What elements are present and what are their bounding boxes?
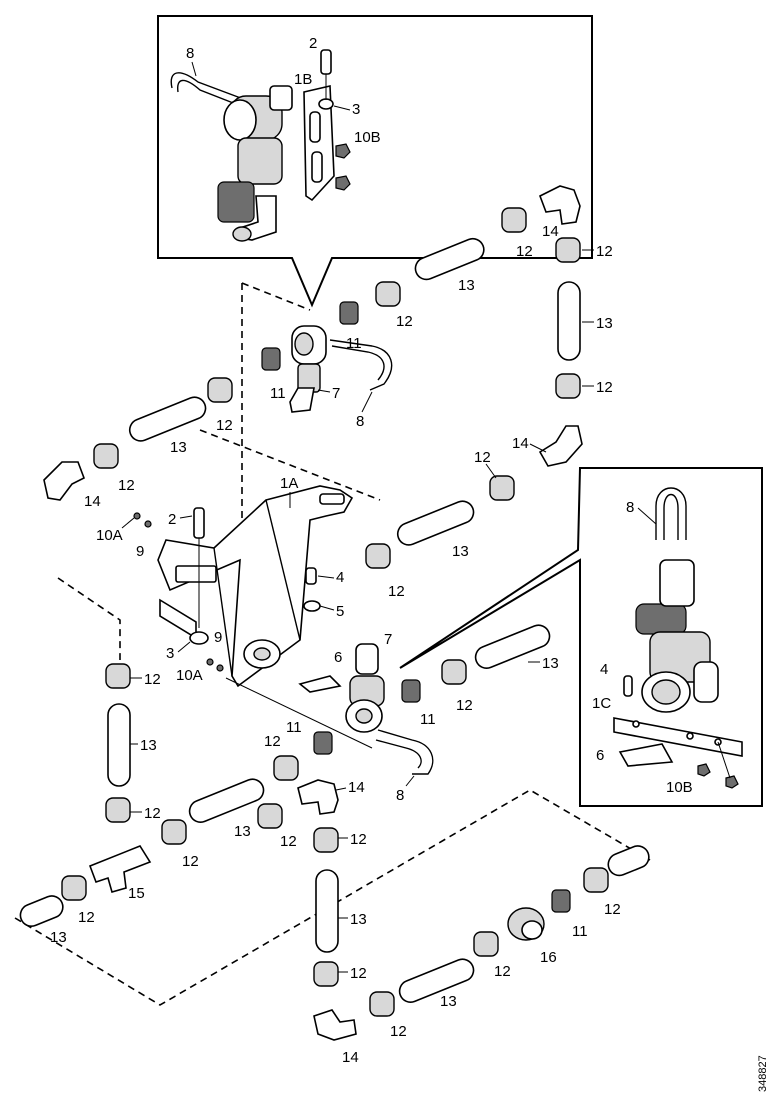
callout-12: 12 (388, 583, 405, 600)
callout-4: 4 (336, 569, 344, 586)
callout-13: 13 (452, 543, 469, 560)
callout-12: 12 (144, 805, 161, 822)
callout-7: 7 (332, 385, 340, 402)
fittings (43, 185, 583, 1041)
valve-7-upper (289, 325, 393, 413)
clamps (61, 207, 609, 1017)
callout-12: 12 (350, 965, 367, 982)
callout-10a: 10A (176, 667, 203, 684)
callout-4: 4 (600, 661, 608, 678)
callout-12: 12 (604, 901, 621, 918)
callout-13: 13 (50, 929, 67, 946)
callout-12: 12 (280, 833, 297, 850)
callout-3: 3 (166, 645, 174, 662)
callout-14: 14 (512, 435, 529, 452)
callout-14: 14 (342, 1049, 359, 1066)
callout-12: 12 (350, 831, 367, 848)
callout-16: 16 (540, 949, 557, 966)
callout-14: 14 (542, 223, 559, 240)
callout-9: 9 (136, 543, 144, 560)
callout-11: 11 (572, 923, 588, 940)
callout-7: 7 (384, 631, 392, 648)
callout-12: 12 (456, 697, 473, 714)
fasteners-inset (318, 49, 351, 191)
callout-2: 2 (309, 35, 317, 52)
callout-12: 12 (596, 243, 613, 260)
callout-13: 13 (542, 655, 559, 672)
figure-code: 348827 (757, 1055, 769, 1092)
callout-1b: 1B (294, 71, 312, 88)
callout-13: 13 (234, 823, 251, 840)
callout-12: 12 (118, 477, 135, 494)
inset-valve-detail-top: 8 2 1B 3 10B (157, 15, 593, 308)
callout-11: 11 (420, 711, 436, 728)
callout-12: 12 (396, 313, 413, 330)
valve-body-right-inset (635, 559, 719, 713)
callout-8: 8 (626, 499, 634, 516)
callout-11: 11 (346, 335, 362, 352)
callout-12: 12 (390, 1023, 407, 1040)
callout-13: 13 (140, 737, 157, 754)
mounting-bracket-1a (157, 485, 354, 688)
callout-12: 12 (494, 963, 511, 980)
callout-12: 12 (474, 449, 491, 466)
hoses (19, 237, 650, 1003)
plate-6 (298, 675, 342, 693)
callout-13: 13 (170, 439, 187, 456)
callout-12: 12 (144, 671, 161, 688)
callout-3: 3 (352, 101, 360, 118)
callout-12: 12 (182, 853, 199, 870)
callout-8: 8 (396, 787, 404, 804)
callout-12: 12 (596, 379, 613, 396)
callout-14: 14 (84, 493, 101, 510)
callout-8: 8 (356, 413, 364, 430)
callout-10b: 10B (666, 779, 693, 796)
plate-6-right (618, 743, 674, 767)
callout-6: 6 (596, 747, 604, 764)
callout-6: 6 (334, 649, 342, 666)
inset-valve-detail-right: 8 4 1C 6 10B (399, 467, 763, 807)
valve-7-lower (345, 643, 434, 775)
callout-12: 12 (516, 243, 533, 260)
callout-13: 13 (596, 315, 613, 332)
bracket-1c (613, 717, 743, 757)
bracket-fasteners (133, 507, 373, 749)
callout-12: 12 (78, 909, 95, 926)
callout-13: 13 (458, 277, 475, 294)
callout-10b: 10B (354, 129, 381, 146)
callouts: 12 14 12 13 12 13 12 11 11 7 8 12 13 12 … (50, 223, 621, 1066)
callout-11: 11 (270, 385, 286, 402)
callout-1a: 1A (280, 475, 298, 492)
callout-10a: 10A (96, 527, 123, 544)
callout-13: 13 (350, 911, 367, 928)
callout-8: 8 (186, 45, 194, 62)
callout-1c: 1C (592, 695, 611, 712)
callout-12: 12 (216, 417, 233, 434)
callout-15: 15 (128, 885, 145, 902)
callout-12: 12 (264, 733, 281, 750)
callout-14: 14 (348, 779, 365, 796)
valve-body-inset (217, 85, 293, 242)
callout-2: 2 (168, 511, 176, 528)
callout-13: 13 (440, 993, 457, 1010)
callout-9: 9 (214, 629, 222, 646)
callout-11: 11 (286, 719, 302, 736)
callout-5: 5 (336, 603, 344, 620)
